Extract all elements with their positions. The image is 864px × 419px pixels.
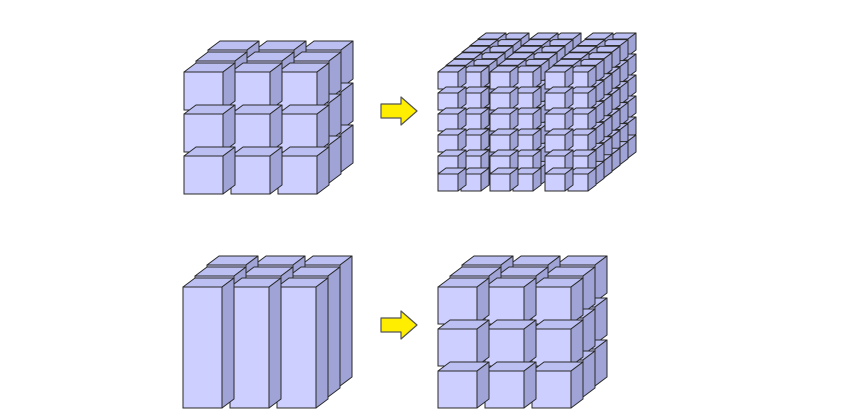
- cube-cell: [484, 361, 537, 409]
- small-cube-cell: [437, 149, 467, 174]
- small-cube-cell: [489, 86, 519, 111]
- small-cube-cell: [544, 128, 574, 153]
- small-cube-cell: [544, 167, 574, 192]
- cube-cell: [230, 62, 283, 111]
- small-cube-cell: [437, 86, 467, 111]
- small-cube-cell: [460, 86, 490, 111]
- cube-cell: [277, 146, 330, 195]
- cube-cell: [230, 104, 283, 153]
- small-cube-cell: [544, 65, 574, 90]
- small-cube-cell: [437, 128, 467, 153]
- cube-cell: [484, 319, 537, 367]
- cube-cell: [437, 277, 490, 325]
- small-cube-cell: [512, 107, 542, 132]
- split-cubes-right: [437, 255, 608, 409]
- column-cell: [182, 277, 235, 409]
- columns-left: [182, 255, 353, 409]
- cube-cell: [277, 104, 330, 153]
- small-cube-cell: [437, 65, 467, 90]
- cube-cell: [531, 319, 584, 367]
- right-arrow-icon: [380, 310, 418, 340]
- small-cube-cell: [489, 128, 519, 153]
- column-cell: [276, 277, 329, 409]
- small-cube-cell: [437, 107, 467, 132]
- cube-cell: [183, 104, 236, 153]
- small-cube-cell: [544, 86, 574, 111]
- refined-cubes-right: [437, 32, 637, 192]
- column-cell: [229, 277, 282, 409]
- cube-cell: [230, 146, 283, 195]
- cube-cell: [437, 361, 490, 409]
- small-cube-cell: [567, 107, 597, 132]
- small-cube-cell: [544, 107, 574, 132]
- cube-cell: [531, 277, 584, 325]
- small-cube-cell: [489, 107, 519, 132]
- cube-cell: [277, 62, 330, 111]
- cube-cell: [183, 62, 236, 111]
- cube-cell: [183, 146, 236, 195]
- small-cube-cell: [437, 167, 467, 192]
- cube-cell: [531, 361, 584, 409]
- fine-cubes-left: [183, 40, 354, 195]
- cube-cell: [484, 277, 537, 325]
- cube-cell: [437, 319, 490, 367]
- small-cube-cell: [489, 65, 519, 90]
- right-arrow-icon: [380, 96, 418, 126]
- small-cube-cell: [489, 167, 519, 192]
